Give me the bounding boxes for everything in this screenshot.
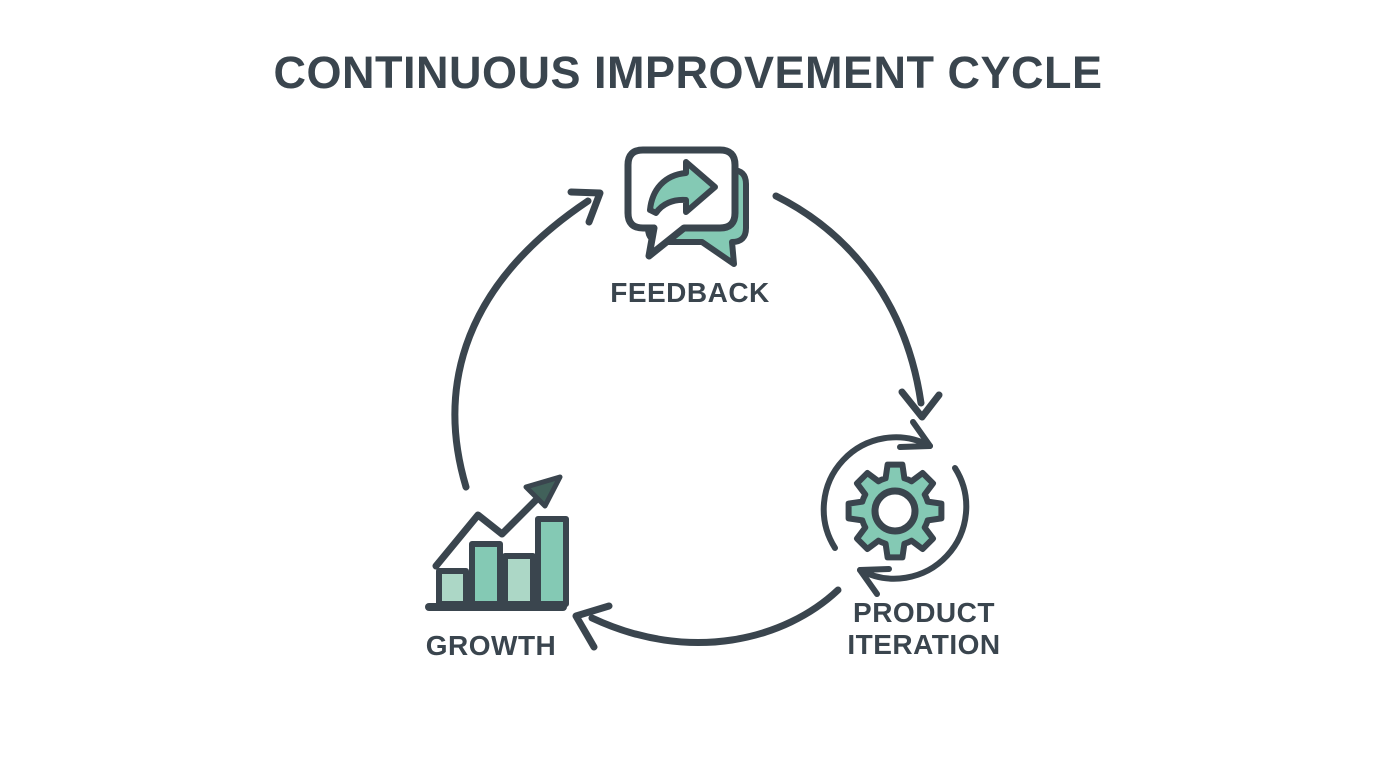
- arrow-curve: [588, 586, 842, 646]
- arrowhead-icon: [897, 419, 933, 450]
- trend-zigzag-line: [432, 492, 544, 570]
- gear-center-hole: [871, 487, 919, 535]
- bar-2: [469, 541, 503, 607]
- page-title: CONTINUOUS IMPROVEMENT CYCLE: [273, 47, 1103, 98]
- sync-arc-bottom: [857, 465, 970, 582]
- arrowhead-icon: [857, 566, 892, 597]
- arrow-feedback-to-iteration: [772, 192, 943, 421]
- sync-arrows-icon: [820, 419, 970, 597]
- arrow-iteration-to-growth: [572, 586, 842, 651]
- arrowhead-icon: [567, 188, 604, 226]
- forward-arrow-icon: [647, 159, 718, 216]
- arrowhead-icon: [523, 474, 563, 509]
- arrow-growth-to-feedback: [451, 188, 604, 491]
- front-speech-bubble: [624, 146, 739, 260]
- sync-arc-top: [820, 434, 933, 551]
- speech-bubbles-forward-arrow-icon: [624, 146, 749, 267]
- gear-sync-arrows-icon: [820, 419, 970, 597]
- node-label-growth: GROWTH: [425, 630, 557, 661]
- bar-1: [436, 568, 469, 607]
- arrow-curve: [451, 197, 592, 491]
- bar-3: [502, 553, 536, 607]
- arrow-curve: [772, 192, 925, 407]
- arrowhead-icon: [898, 388, 943, 421]
- bar-4: [535, 516, 569, 607]
- node-label-product-iteration: PRODUCT ITERATION: [847, 597, 1001, 660]
- bar-chart-rising-arrow-icon: [425, 474, 569, 611]
- arrowhead-icon: [572, 602, 613, 651]
- node-label-feedback: FEEDBACK: [610, 277, 770, 308]
